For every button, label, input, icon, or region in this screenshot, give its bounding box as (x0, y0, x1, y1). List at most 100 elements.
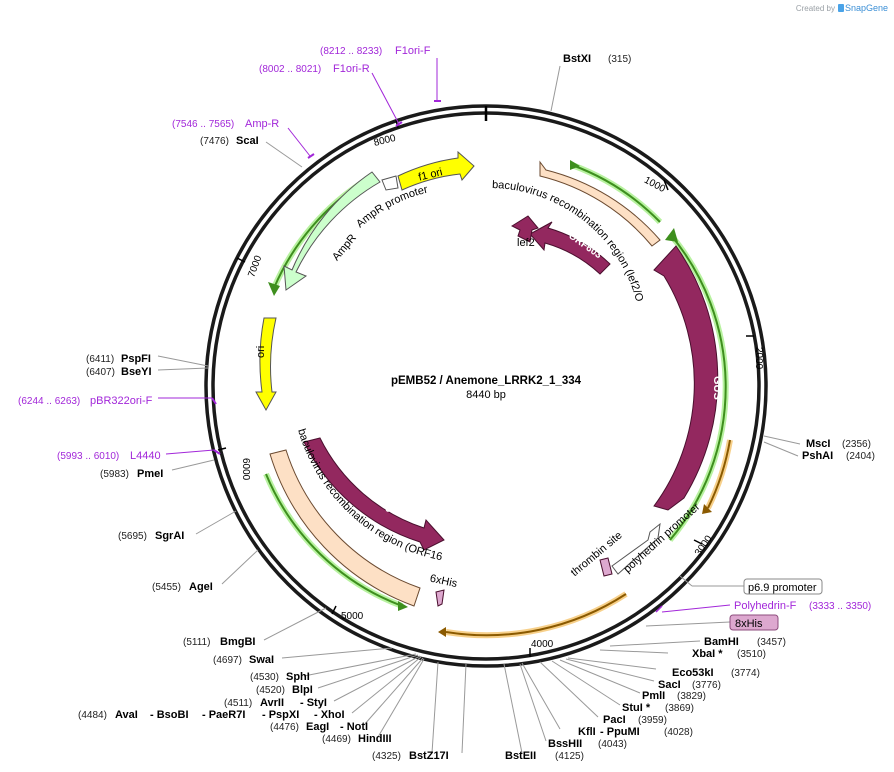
f1ori-f-range: (8212 .. 8233) (320, 46, 382, 57)
site-avai-name: AvaI (115, 709, 138, 721)
polyhedrin-promoter-arrow (611, 522, 661, 575)
site-sgrai-pos: (5695) (118, 531, 147, 542)
8xhis-label-box (729, 614, 779, 631)
polyhedrin-f-range: (3333 .. 3350) (809, 601, 871, 612)
8xhis-leader (645, 621, 731, 627)
site-pspxi-name: - PspXI (262, 709, 299, 721)
site-scai-name: ScaI (236, 135, 259, 147)
f1ori-r-name: F1ori-R (333, 63, 370, 75)
arc-bottom-left (265, 473, 403, 607)
site-eco53ki-name: Eco53kI (672, 667, 714, 679)
f1-ori-label: f1 ori (417, 166, 444, 184)
site-bstxi-name: BstXI (563, 53, 591, 65)
site-avai-pos: (4484) (78, 710, 107, 721)
site-xbai-pos: (3510) (737, 649, 766, 660)
tick-6000 (217, 447, 227, 451)
site-ppumi-name: - PpuMI (600, 726, 640, 738)
site-pmli-name: PmlI (642, 690, 665, 702)
ampr-label: AmpR (330, 232, 359, 263)
site-sphi-name: SphI (286, 671, 310, 683)
orange-halo-bottom (445, 591, 628, 639)
pbr322-range: (6244 .. 6263) (18, 396, 80, 407)
orf603-arrow (529, 221, 611, 275)
branding-name: SnapGene (844, 3, 888, 13)
site-bamhi-pos: (3457) (757, 637, 786, 648)
site-saci-name: SacI (658, 679, 681, 691)
site-bseyi-name: BseYI (121, 366, 152, 378)
tick-5000 (331, 605, 337, 615)
site-agei-pos: (5455) (152, 582, 181, 593)
tick-label-2000: 2000 (753, 347, 764, 370)
site-avrii-pos: (4511) (224, 698, 252, 709)
arc-top-right (571, 164, 661, 223)
site-kfli-name: KflI (578, 726, 596, 738)
site-paci-name: PacI (603, 714, 626, 726)
site-msci-pos: (2356) (842, 439, 871, 450)
site-stui-pos: (3869) (665, 703, 694, 714)
primer-l4440: (5993 .. 6010) L4440 (57, 449, 221, 462)
site-paci-pos: (3959) (638, 715, 667, 726)
plasmid-title: pEMB52 / Anemone_LRRK2_1_334 (391, 375, 582, 387)
site-sgrai-name: SgrAI (155, 530, 184, 542)
site-hindiii-pos: (4469) (322, 734, 351, 745)
site-paer7i-name: - PaeR7I (202, 709, 245, 721)
site-bmgbi-name: BmgBI (220, 636, 255, 648)
ori-arrow (255, 317, 277, 412)
p69-label-box (743, 578, 823, 595)
site-hindiii-name: HindIII (358, 733, 392, 745)
ori-label: ori (255, 346, 267, 358)
polyhedrin-f-name: Polyhedrin-F (734, 600, 797, 612)
site-bsteii-name: BstEII (505, 750, 536, 762)
plasmid-length: 8440 bp (466, 389, 506, 401)
8xhis-label: 8xHis (735, 618, 763, 630)
gus-arrow (653, 245, 719, 511)
site-scai-pos: (7476) (200, 136, 229, 147)
l4440-range: (5993 .. 6010) (57, 451, 119, 462)
site-styi-name: - StyI (300, 697, 327, 709)
orange-arrowhead-right (702, 504, 712, 514)
site-avrii-name: AvrII (260, 697, 284, 709)
site-eagi-name: EagI (306, 721, 329, 733)
site-bsobi-name: - BsoBI (150, 709, 189, 721)
6xhis-marker (435, 589, 445, 607)
arrowhead-left (268, 282, 280, 296)
amp-r-name: Amp-R (245, 118, 279, 130)
tick-label-5000: 5000 (341, 611, 364, 622)
primer-f1ori-r: (8002 .. 8021) F1ori-R (259, 63, 403, 127)
tick-label-7000: 7000 (246, 254, 264, 279)
pbr322-name: pBR322ori-F (90, 395, 153, 407)
site-pmei-name: PmeI (137, 468, 163, 480)
tick-3000 (693, 539, 703, 545)
6xhis-label: 6xHis (429, 573, 459, 591)
recombination-region-bottom (269, 449, 421, 607)
f1-ori-arrow (397, 150, 475, 191)
tick-label-6000: 6000 (240, 458, 251, 481)
arrowhead-right (665, 228, 678, 242)
site-sphi-pos: (4530) (250, 672, 279, 683)
arrowhead-bottom-left (398, 601, 408, 611)
site-stui-name: StuI * (622, 702, 651, 714)
site-bamhi-name: BamHI (704, 636, 739, 648)
site-bstz17i-name: BstZ17I (409, 750, 449, 762)
site-msci-name: MscI (806, 438, 830, 450)
site-agei-name: AgeI (189, 581, 213, 593)
site-noti-name: - NotI (340, 721, 368, 733)
primer-f1ori-f: (8212 .. 8233) F1ori-F (320, 45, 441, 102)
polyhedrin-promoter-label: polyhedrin promoter (622, 501, 703, 576)
orf1629-arrow (303, 437, 445, 551)
arrowhead-top-right (570, 160, 580, 170)
site-xbai-name: XbaI * (692, 648, 723, 660)
tick-label-4000: 4000 (531, 639, 554, 650)
tick-label-8000: 8000 (373, 133, 398, 149)
site-swai-name: SwaI (249, 654, 274, 666)
gus-label: GUS (711, 376, 723, 400)
f1ori-f-name: F1ori-F (395, 45, 431, 57)
tick-1000 (663, 179, 669, 191)
site-swai-pos: (4697) (213, 655, 242, 666)
site-bmgbi-pos: (5111) (183, 637, 210, 648)
l4440-name: L4440 (130, 450, 161, 462)
ampr-arrow (283, 171, 381, 291)
orange-arc-right (707, 439, 731, 509)
